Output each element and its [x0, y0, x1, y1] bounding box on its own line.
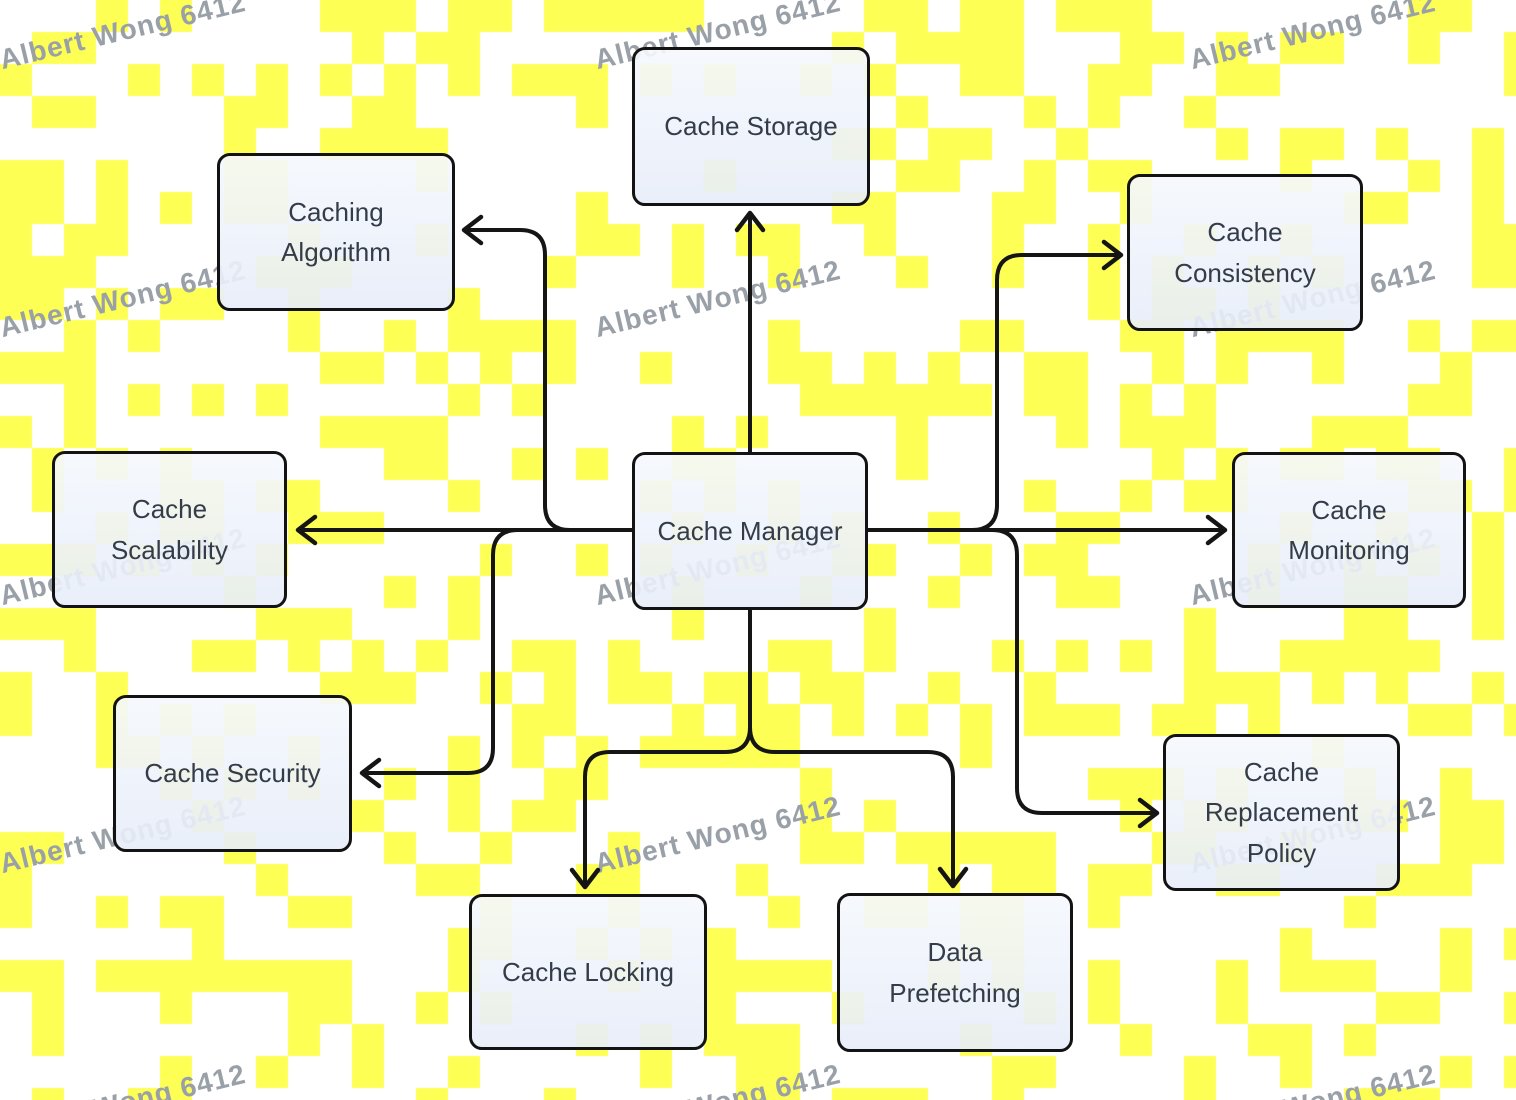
node-data-prefetching: Data Prefetching: [837, 893, 1073, 1052]
node-cache-locking: Cache Locking: [469, 894, 707, 1050]
node-caching-algorithm: Caching Algorithm: [217, 153, 455, 311]
node-cache-consistency: Cache Consistency: [1127, 174, 1363, 331]
node-label: Cache Storage: [664, 111, 838, 142]
node-label: Cache Consistency: [1174, 217, 1316, 288]
node-cache-security: Cache Security: [113, 695, 352, 852]
edge-manager-to-replacement-policy: [868, 528, 1160, 829]
node-label: Cache Locking: [502, 956, 674, 987]
edge-manager-to-locking: [569, 610, 752, 890]
node-label: Cache Scalability: [110, 494, 229, 565]
node-label: Caching Algorithm: [281, 196, 391, 267]
node-cache-storage: Cache Storage: [632, 47, 870, 206]
node-label: Cache Monitoring: [1288, 494, 1410, 565]
node-label: Cache Replacement Policy: [1204, 757, 1359, 868]
node-cache-monitoring: Cache Monitoring: [1232, 452, 1466, 608]
edge-manager-to-prefetching: [748, 610, 969, 889]
edge-manager-to-caching-algorithm: [461, 214, 632, 532]
node-cache-replacement-policy: Cache Replacement Policy: [1163, 734, 1400, 891]
edge-manager-to-security: [359, 528, 632, 789]
node-label: Data Prefetching: [889, 937, 1021, 1008]
node-label: Cache Manager: [657, 515, 843, 546]
edge-manager-to-consistency: [868, 239, 1124, 532]
node-label: Cache Security: [144, 758, 321, 789]
node-cache-manager: Cache Manager: [632, 452, 868, 610]
node-cache-scalability: Cache Scalability: [52, 451, 287, 608]
